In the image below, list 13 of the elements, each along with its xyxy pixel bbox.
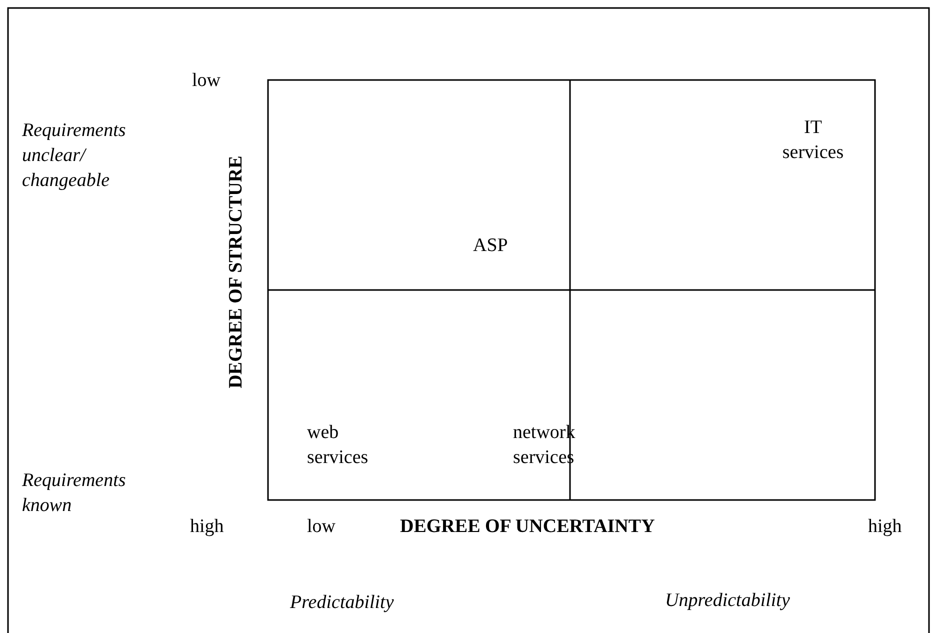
axis-title: DEGREE OF STRUCTURE: [224, 156, 248, 388]
axis-note: Requirements known: [22, 469, 127, 518]
axis-end-label: high: [190, 515, 225, 539]
axis-end-label: low: [307, 515, 336, 539]
axis-note: Predictability: [290, 591, 395, 615]
item-label: web services: [307, 421, 370, 470]
axis-end-label: high: [868, 515, 903, 539]
axis-note: Requirements unclear/ changeable: [22, 119, 127, 193]
axis-title: DEGREE OF UNCERTAINTY: [400, 515, 656, 539]
item-label: IT services: [781, 116, 845, 165]
item-label: ASP: [473, 234, 509, 258]
axis-note: Unpredictability: [665, 589, 791, 613]
axis-end-label: low: [192, 69, 222, 93]
